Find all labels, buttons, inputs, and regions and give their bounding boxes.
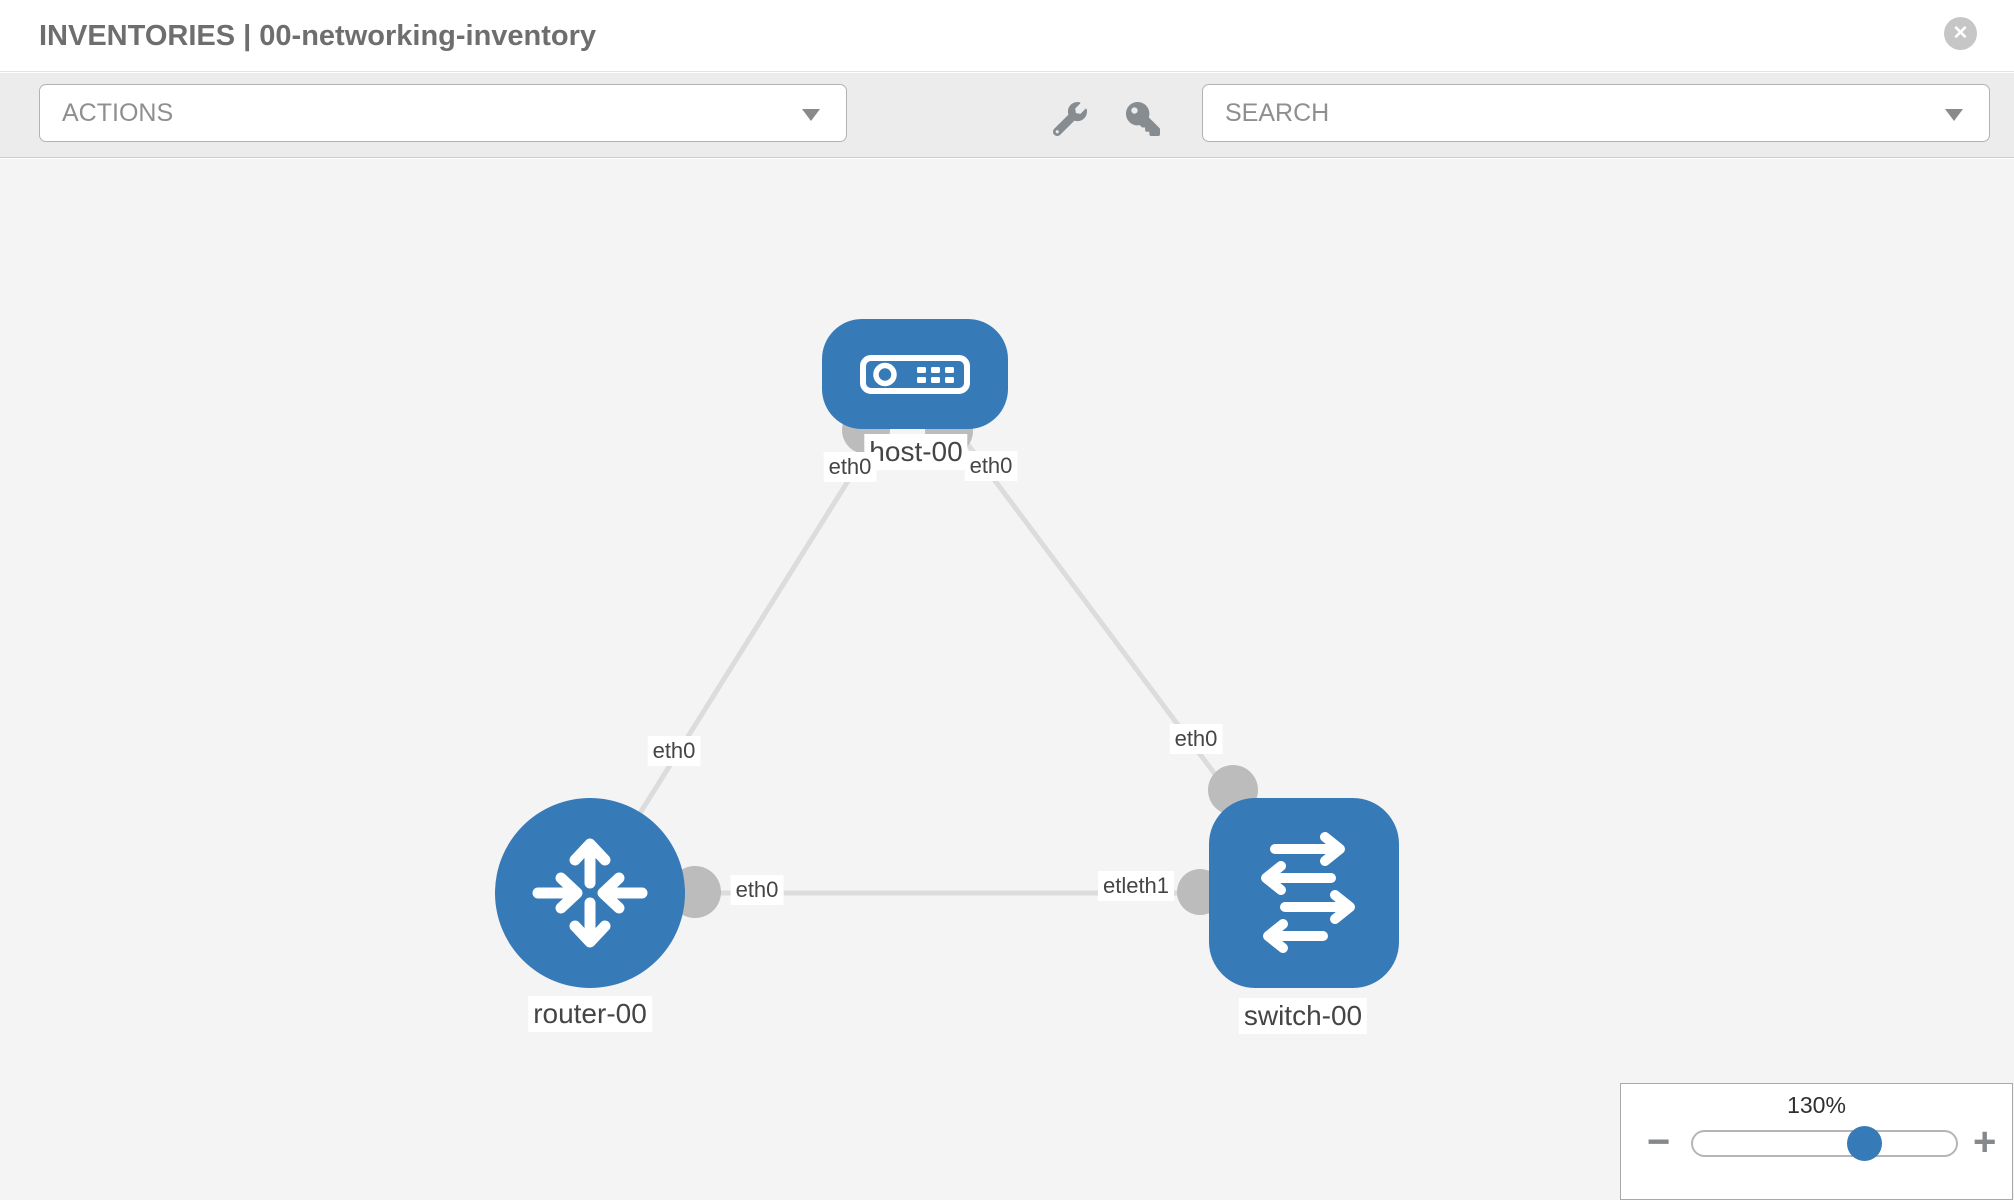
- interface-label: eth0: [823, 452, 877, 482]
- interface-label: eth0: [964, 451, 1018, 481]
- zoom-slider-thumb[interactable]: [1847, 1126, 1882, 1161]
- node-label-host: host-00: [864, 434, 968, 470]
- search-dropdown-label: SEARCH: [1225, 99, 1330, 127]
- page-title: INVENTORIES | 00-networking-inventory: [39, 20, 597, 52]
- zoom-panel: 130% − +: [1620, 1083, 2013, 1200]
- toolbar: ACTIONS SEARCH: [0, 73, 2014, 158]
- search-dropdown[interactable]: SEARCH: [1202, 84, 1990, 142]
- zoom-value: 130%: [1787, 1092, 1846, 1118]
- links-layer: [587, 372, 1307, 918]
- configure-button[interactable]: [1048, 97, 1092, 141]
- switch-icon: [1261, 832, 1355, 953]
- key-button[interactable]: [1121, 97, 1165, 141]
- node-label-switch: switch-00: [1238, 998, 1368, 1034]
- node-label-router: router-00: [528, 996, 652, 1032]
- router-icon: [532, 838, 648, 948]
- interface-label: eth0: [1169, 724, 1223, 754]
- header: INVENTORIES | 00-networking-inventory ✕: [0, 0, 2014, 72]
- zoom-in-button[interactable]: +: [1973, 1120, 1997, 1164]
- key-icon: [1126, 102, 1160, 136]
- chevron-down-icon: [802, 109, 820, 121]
- topology-canvas[interactable]: host-00 router-00 switch-00 eth0 eth0 et…: [0, 159, 2014, 1200]
- close-icon: ✕: [1952, 23, 1969, 44]
- interface-label: eth0: [730, 875, 784, 905]
- chevron-down-icon: [1945, 109, 1963, 121]
- interface-label: eth0: [647, 736, 701, 766]
- zoom-out-button[interactable]: −: [1647, 1120, 1671, 1164]
- node-host-00[interactable]: [822, 319, 1008, 429]
- actions-dropdown[interactable]: ACTIONS: [39, 84, 847, 142]
- actions-dropdown-label: ACTIONS: [62, 99, 174, 127]
- node-router-00[interactable]: [495, 798, 685, 988]
- interface-label: etleth1: [1097, 871, 1175, 901]
- node-switch-00[interactable]: [1209, 798, 1399, 988]
- host-icon: [860, 355, 970, 394]
- close-button[interactable]: ✕: [1944, 17, 1977, 50]
- zoom-slider-track[interactable]: [1691, 1130, 1958, 1157]
- wrench-icon: [1053, 102, 1087, 136]
